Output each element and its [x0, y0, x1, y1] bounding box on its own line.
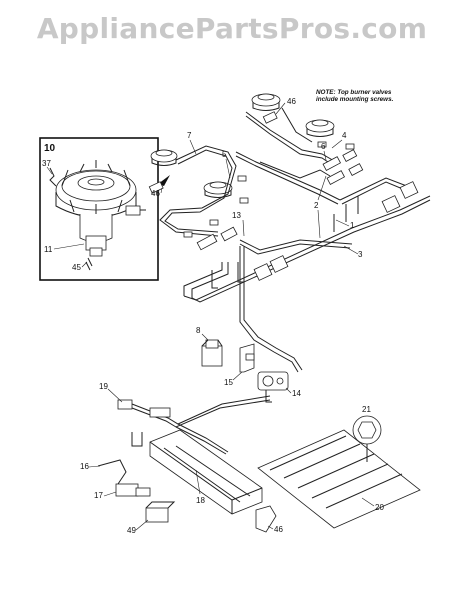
- label-18: 18: [196, 496, 205, 505]
- label-8: 8: [196, 326, 201, 335]
- label-21: 21: [362, 405, 371, 414]
- label-37: 37: [42, 159, 51, 168]
- top-burner-front-center: [203, 181, 233, 198]
- label-49: 49: [127, 526, 136, 535]
- bracket-46-bottom: [255, 505, 277, 533]
- label-6: 6: [321, 142, 326, 151]
- top-burner-right: [305, 119, 335, 137]
- watermark-text: AppliancePartsPros.com: [36, 12, 428, 45]
- manifold-brackets: [211, 196, 359, 289]
- valve-front-left: [196, 226, 238, 251]
- label-20: 20: [375, 503, 384, 512]
- bracket-46-left: [148, 181, 164, 194]
- label-14: 14: [292, 389, 301, 398]
- valve-plates: [253, 181, 419, 281]
- bracket-15: [239, 343, 255, 373]
- top-burner-rear-left: [150, 149, 178, 166]
- igniter-16-17: [97, 432, 151, 497]
- label-3: 3: [358, 250, 363, 259]
- label-45: 45: [72, 263, 81, 272]
- inset-label: 10: [44, 143, 56, 154]
- oven-burner-18: [149, 429, 263, 515]
- safety-valve-14: [257, 371, 289, 403]
- bracket-49: [145, 501, 176, 523]
- label-2: 2: [314, 201, 319, 210]
- gas-tube-19: [117, 395, 271, 455]
- igniter-module-8: [201, 339, 223, 367]
- inset-burner-detail: 10 37 11 45: [39, 137, 159, 281]
- label-5: 5: [222, 150, 227, 159]
- label-15: 15: [224, 378, 233, 387]
- label-1: 1: [350, 221, 355, 230]
- label-4: 4: [342, 131, 347, 140]
- flame-spreader-20: [257, 429, 421, 529]
- nut-21: [352, 415, 382, 462]
- label-13: 13: [232, 211, 241, 220]
- bracket-46-top: [262, 111, 278, 124]
- top-burner-rear-right: [251, 93, 281, 111]
- label-11: 11: [44, 245, 53, 254]
- label-46-top: 46: [287, 97, 296, 106]
- oven-gas-line: [239, 246, 303, 373]
- label-16: 16: [80, 462, 89, 471]
- note-line-2: include mounting screws.: [316, 96, 394, 103]
- note-line-1: NOTE: Top burner valves: [316, 89, 392, 96]
- orifice-fittings: [183, 141, 355, 238]
- label-17: 17: [94, 491, 103, 500]
- label-7: 7: [187, 131, 192, 140]
- valve-right-upper: [322, 149, 364, 185]
- label-46-left: 46: [151, 189, 160, 198]
- label-46-bottom: 46: [274, 525, 283, 534]
- callouts: 46 7 5 46 4 6 2 13 1 3 8 15 14 19 21 16 …: [80, 97, 384, 535]
- label-19: 19: [99, 382, 108, 391]
